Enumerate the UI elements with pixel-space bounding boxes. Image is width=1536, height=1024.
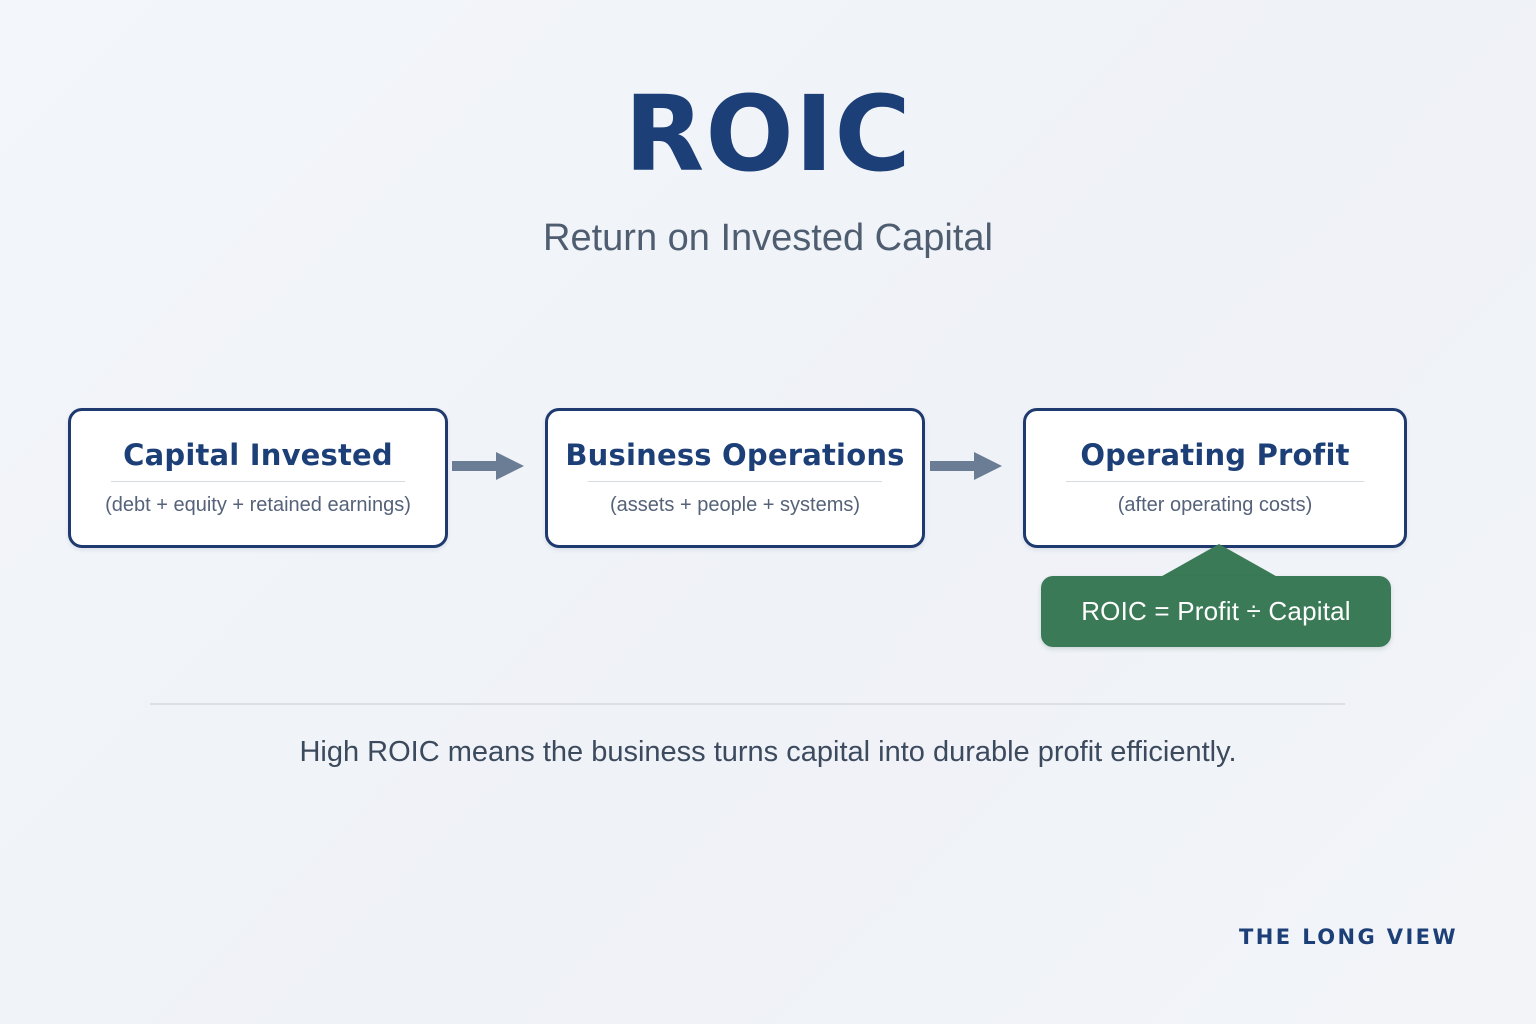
flow-step-capital-invested: Capital Invested (debt + equity + retain… [68, 408, 448, 548]
arrow-right-icon [930, 450, 1002, 482]
roic-formula-callout: ROIC = Profit ÷ Capital [1041, 576, 1391, 647]
flow-step-title: Business Operations [565, 437, 905, 472]
arrow-right-icon [452, 450, 524, 482]
flow-step-operating-profit: Operating Profit (after operating costs) [1023, 408, 1407, 548]
page-title: ROIC [624, 73, 912, 195]
brand-wordmark: THE LONG VIEW [1239, 925, 1458, 949]
horizontal-divider [150, 703, 1345, 705]
flow-step-subtitle: (assets + people + systems) [609, 494, 861, 517]
callout-pointer-icon [1148, 544, 1290, 584]
box-divider [587, 481, 883, 483]
flow-step-business-operations: Business Operations (assets + people + s… [545, 408, 925, 548]
flow-step-title: Operating Profit [1080, 437, 1350, 472]
roic-formula-text: ROIC = Profit ÷ Capital [1081, 596, 1351, 626]
flow-step-subtitle: (debt + equity + retained earnings) [105, 494, 411, 517]
page-subtitle: Return on Invested Capital [543, 217, 993, 259]
flow-step-subtitle: (after operating costs) [1117, 494, 1313, 517]
box-divider [1066, 481, 1364, 483]
flow-step-title: Capital Invested [123, 437, 393, 472]
box-divider [110, 481, 406, 483]
summary-caption: High ROIC means the business turns capit… [299, 736, 1237, 768]
